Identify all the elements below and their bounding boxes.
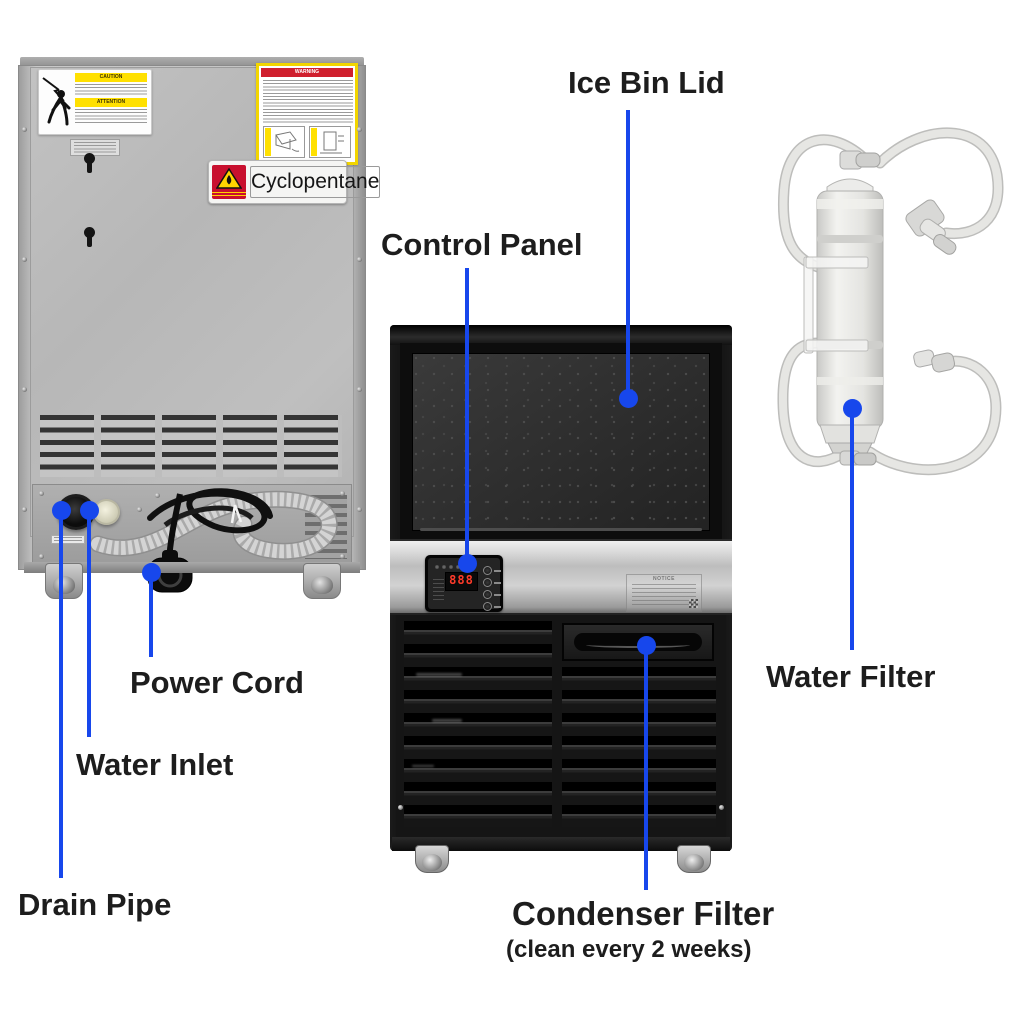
cyclopentane-sticker: Cyclopentane: [208, 160, 381, 204]
label-water-filter: Water Filter: [766, 659, 936, 694]
flammable-warning-block: [212, 165, 246, 199]
line-power-cord: [149, 572, 153, 657]
dot-control-panel: [458, 554, 477, 573]
notice-text-lines: [632, 584, 696, 606]
diagram-sketch: [320, 131, 344, 154]
ice-maker-front-view: 888 NOTICE: [390, 325, 732, 873]
attention-band: ATTENTION: [75, 98, 147, 107]
condenser-grille: [396, 615, 726, 837]
water-inlet-port: [93, 499, 120, 525]
warning-diagram-left: [263, 126, 305, 158]
back-bottom-rail: [24, 562, 360, 573]
line-condenser-filter: [644, 645, 648, 890]
back-top-cap: [20, 57, 364, 67]
notice-sticker: NOTICE: [626, 574, 702, 612]
label-control-panel: Control Panel: [381, 227, 583, 262]
caution-band: CAUTION: [75, 73, 147, 82]
line-drain-pipe: [59, 510, 63, 878]
back-vent-grille: [40, 415, 342, 477]
louver-slats-right: [562, 667, 716, 827]
caution-sticker-text: CAUTION ATTENTION: [75, 70, 151, 134]
keyhole-slot: [84, 153, 95, 173]
ice-bin-lid: [412, 353, 710, 531]
panel-button: [483, 590, 492, 599]
ice-maker-back-view: CAUTION ATTENTION WARNING: [18, 57, 381, 602]
keyhole-slot: [84, 227, 95, 247]
warning-sticker: WARNING: [256, 63, 358, 165]
faucet-fitting: [905, 199, 957, 255]
filter-tubing: [777, 127, 1004, 476]
diagram-sketch: [275, 131, 300, 152]
line-ice-bin-lid: [626, 110, 630, 398]
label-drain-pipe: Drain Pipe: [18, 887, 172, 922]
louver-slats-left: [404, 621, 552, 827]
panel-button: [483, 602, 492, 611]
port-label: [51, 535, 85, 544]
flame-triangle-icon: [216, 167, 242, 189]
warning-diagram-right: [309, 126, 351, 158]
label-power-cord: Power Cord: [130, 665, 304, 700]
control-panel: 888: [425, 555, 503, 612]
dot-ice-bin-lid: [619, 389, 638, 408]
yellow-strip: [311, 128, 317, 156]
label-water-inlet: Water Inlet: [76, 747, 234, 782]
ice-bin-lid-edge: [420, 528, 702, 531]
label-condenser-filter: Condenser Filter: [512, 895, 775, 932]
tube-fitting: [913, 349, 956, 373]
stainless-band: 888 NOTICE: [390, 539, 732, 615]
front-left-caster: [415, 845, 449, 873]
line-control-panel: [465, 268, 469, 564]
mounting-bracket: [803, 256, 869, 354]
back-left-foot: [45, 563, 83, 599]
label-ice-bin-lid: Ice Bin Lid: [568, 65, 725, 100]
temperature-display: 888: [445, 572, 478, 591]
cyclopentane-label: Cyclopentane: [250, 166, 381, 198]
yellow-strip: [265, 128, 271, 156]
notice-title: NOTICE: [653, 576, 675, 582]
caution-sticker: CAUTION ATTENTION: [38, 69, 152, 135]
filter-cartridge: [803, 150, 884, 466]
panel-button: [483, 578, 492, 587]
qr-code: [689, 599, 698, 608]
panel-button: [483, 566, 492, 575]
caution-text-lines: [75, 84, 147, 96]
water-filter-assembly: [777, 127, 1004, 476]
back-right-foot: [303, 563, 341, 599]
warning-band: WARNING: [261, 68, 353, 77]
flammable-text-lines: [212, 192, 246, 197]
label-condenser-filter-note: (clean every 2 weeks): [506, 936, 752, 963]
front-top-bar: [390, 325, 732, 345]
line-water-inlet: [87, 510, 91, 737]
line-water-filter: [850, 408, 854, 650]
placement-label: [70, 139, 120, 156]
front-right-caster: [677, 845, 711, 873]
attention-text-lines: [75, 109, 147, 123]
panel-legend-lines: [433, 579, 444, 601]
warning-text-lines: [263, 80, 353, 124]
electric-shock-icon: [42, 77, 71, 126]
